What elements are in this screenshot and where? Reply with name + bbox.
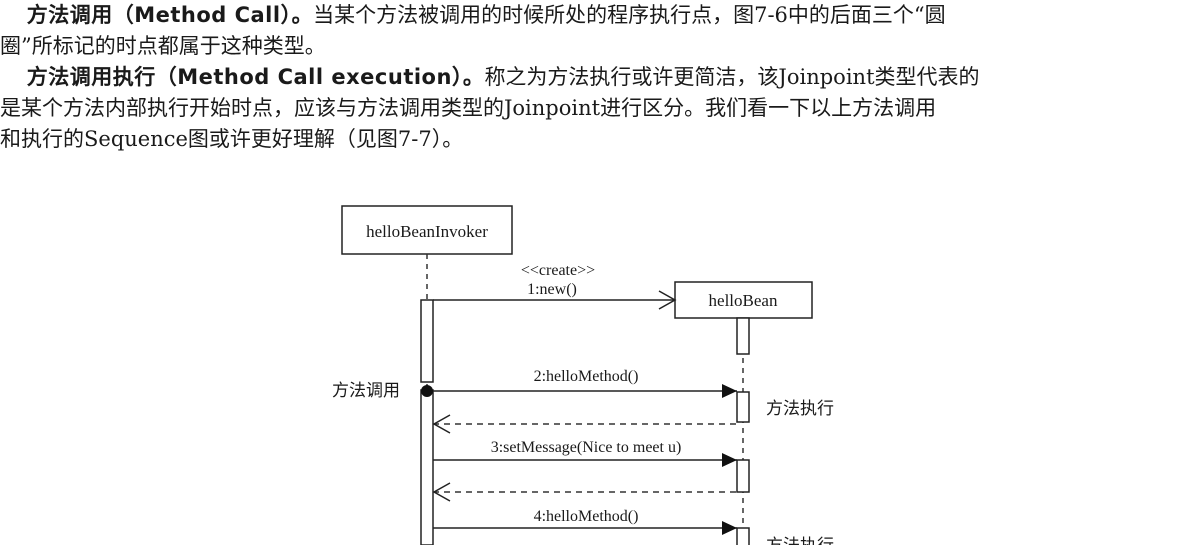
message-3-label: 3:setMessage(Nice to meet u) — [491, 439, 682, 456]
label-method-exec-2: 方法执行 — [766, 536, 834, 545]
term-method-call: 方法调用（Method Call）。 — [26, 3, 314, 27]
message-1-label: 1:new() — [527, 281, 577, 298]
paragraph-method-call-text-1: 当某个方法被调用的时候所处的程序执行点，图7-6中的后面三个“圆 — [313, 3, 946, 27]
call-point-marker — [421, 385, 433, 397]
message-4-arrowhead — [722, 521, 737, 535]
return-2-arrowhead — [432, 414, 451, 434]
paragraph-method-execution-line-1: 方法调用执行（Method Call execution）。称之为方法执行或许更… — [0, 62, 1187, 93]
activation-bean-1 — [736, 317, 750, 355]
paragraph-method-execution-line-2: 是某个方法内部执行开始时点，应该与方法调用类型的Joinpoint进行区分。我们… — [0, 96, 937, 120]
paragraph-method-execution: 方法调用执行（Method Call execution）。称之为方法执行或许更… — [0, 62, 1187, 155]
paragraph-method-execution-line-3: 和执行的Sequence图或许更好理解（见图7-7）。 — [0, 127, 464, 151]
activation-bean-4 — [736, 527, 750, 545]
message-3-arrowhead — [722, 453, 737, 467]
paragraph-method-call: 方法调用（Method Call）。当某个方法被调用的时候所处的程序执行点，图7… — [0, 0, 1187, 62]
paragraph-method-call-line-1: 方法调用（Method Call）。当某个方法被调用的时候所处的程序执行点，图7… — [0, 0, 1187, 31]
message-2-arrowhead — [722, 384, 737, 398]
label-method-call: 方法调用 — [332, 381, 400, 400]
object-label-bean: helloBean — [709, 291, 778, 310]
activation-bean-3 — [736, 459, 750, 493]
object-label-invoker: helloBeanInvoker — [366, 222, 488, 241]
activation-bean-2 — [736, 391, 750, 423]
activation-invoker-1 — [420, 299, 434, 383]
object-box-bean — [674, 281, 813, 319]
message-4-label: 4:helloMethod() — [534, 508, 639, 525]
paragraph-method-call-line-2: 圈”所标记的时点都属于这种类型。 — [0, 34, 326, 58]
return-3-arrowhead — [432, 482, 451, 502]
paragraph-method-execution-text-1: 称之为方法执行或许更简洁，该Joinpoint类型代表的 — [484, 65, 980, 89]
object-box-invoker — [341, 205, 513, 255]
activation-invoker-2 — [420, 389, 434, 545]
label-method-exec-1: 方法执行 — [766, 399, 834, 418]
message-1-arrowhead — [658, 290, 677, 310]
stereotype-create: <<create>> — [521, 262, 595, 279]
term-method-execution: 方法调用执行（Method Call execution）。 — [26, 65, 485, 89]
message-2-label: 2:helloMethod() — [534, 368, 639, 385]
